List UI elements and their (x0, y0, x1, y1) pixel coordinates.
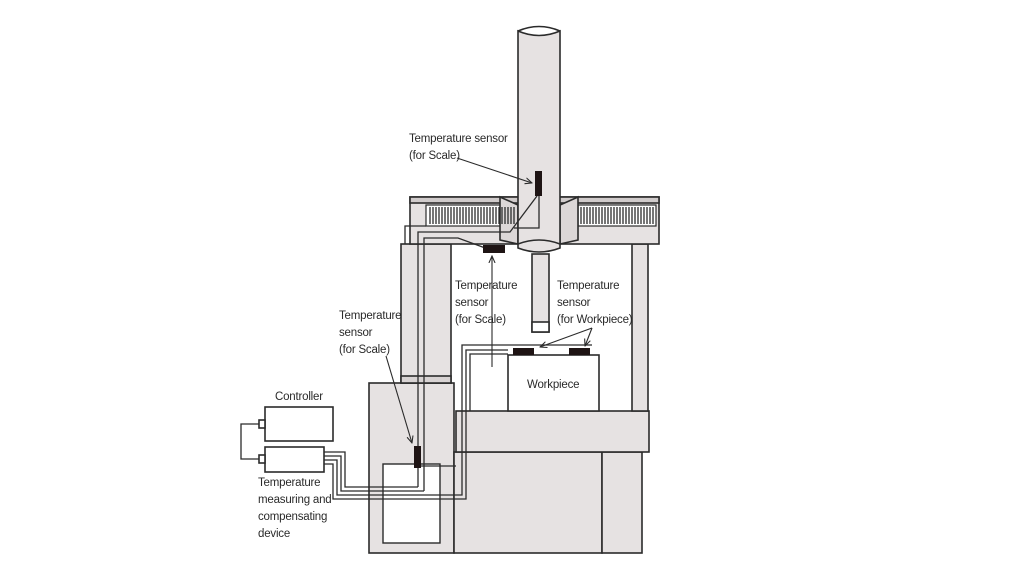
label-line: Workpiece (527, 379, 580, 391)
left-column-cap (400, 375, 452, 384)
label-line: compensating (258, 511, 328, 523)
carriage (499, 195, 519, 245)
probe-tip (531, 321, 550, 333)
sensor-workpiece-1 (513, 348, 534, 355)
label-line: Temperature (455, 280, 518, 292)
base-inner (382, 463, 441, 544)
right-foot (601, 451, 643, 554)
left-column (400, 243, 452, 384)
controller-port (258, 419, 266, 429)
label-line: sensor (557, 297, 591, 309)
label-line: measuring and (258, 494, 332, 506)
label-line: (for Scale) (339, 344, 390, 356)
label-sensor-top: Temperature sensor (for Scale) (409, 131, 508, 165)
z-ram (517, 29, 561, 253)
bellows-fins (429, 207, 654, 224)
label-line: device (258, 528, 291, 540)
sensor-ram (535, 171, 542, 196)
leaders (385, 157, 593, 443)
cables (240, 195, 592, 500)
label-sensor-mid: Temperature sensor (for Scale) (455, 278, 518, 329)
label-line: Controller (275, 391, 323, 403)
table (455, 410, 650, 453)
probe-shaft (531, 253, 550, 333)
sensor-workpiece-2 (569, 348, 590, 355)
label-line: (for Workpiece) (557, 314, 633, 326)
label-line: sensor (339, 327, 373, 339)
label-line: sensor (455, 297, 489, 309)
sensor-base (414, 446, 421, 468)
label-line: Temperature (557, 280, 620, 292)
sensors (414, 171, 590, 468)
carriage-right (559, 195, 579, 245)
label-sensor-workpiece: Temperature sensor (for Workpiece) (557, 278, 633, 329)
label-line: (for Scale) (409, 150, 460, 162)
label-line: Temperature sensor (409, 133, 508, 145)
workpiece (507, 354, 600, 412)
label-sensor-left: Temperature sensor (for Scale) (339, 308, 402, 359)
right-column (631, 243, 649, 412)
label-line: Temperature (339, 310, 402, 322)
label-line: Temperature (258, 477, 321, 489)
sensor-beam (483, 245, 505, 253)
device-box (264, 446, 325, 473)
controller-box (264, 406, 334, 442)
label-controller: Controller (275, 389, 323, 406)
base-lower (453, 451, 603, 554)
label-workpiece: Workpiece (527, 377, 580, 394)
device-port (258, 454, 266, 464)
label-line: (for Scale) (455, 314, 506, 326)
label-device: Temperature measuring and compensating d… (258, 475, 332, 543)
